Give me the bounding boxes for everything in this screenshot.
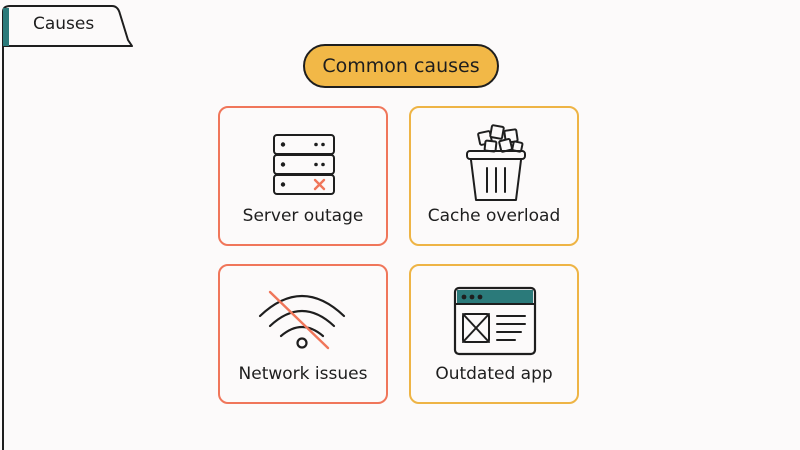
- overflowing-bin-icon: [466, 124, 526, 201]
- card-label: Outdated app: [435, 364, 553, 384]
- app-window-icon: [453, 286, 537, 356]
- card-cache-overload: Cache overload: [409, 106, 579, 246]
- card-label: Cache overload: [427, 206, 561, 226]
- card-label: Server outage: [242, 206, 364, 226]
- common-causes-heading: Common causes: [303, 44, 499, 88]
- card-server-outage: Server outage: [218, 106, 388, 246]
- card-label: Network issues: [238, 364, 368, 384]
- card-network-issues: Network issues: [218, 264, 388, 404]
- tab-causes[interactable]: Causes: [33, 14, 95, 34]
- wifi-off-icon: [258, 290, 346, 350]
- server-error-icon: [273, 134, 335, 195]
- card-outdated-app: Outdated app: [409, 264, 579, 404]
